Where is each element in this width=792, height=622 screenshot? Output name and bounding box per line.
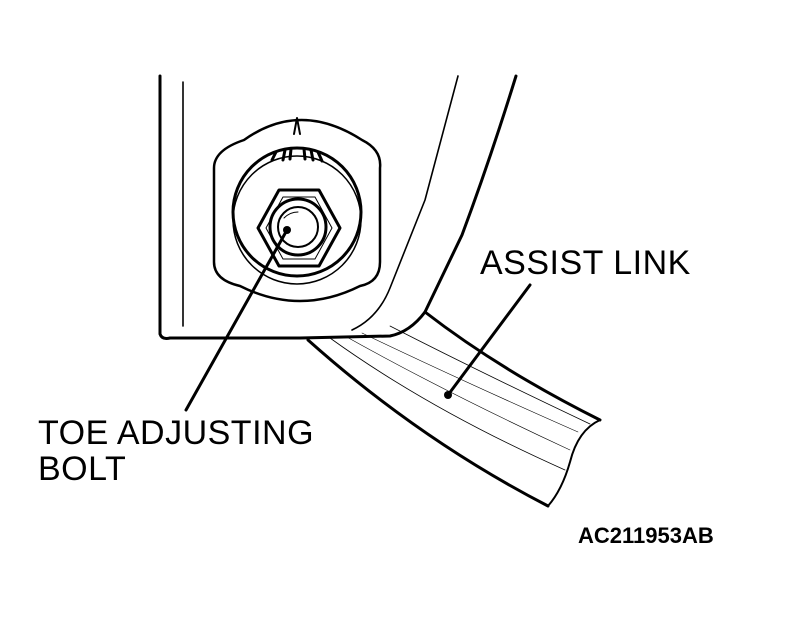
cam-plate bbox=[212, 117, 382, 303]
assist-link-leader bbox=[446, 283, 532, 397]
assist-link-label: ASSIST LINK bbox=[480, 244, 691, 282]
toe-bolt-label-line2: BOLT bbox=[38, 450, 127, 488]
assist-link-arm bbox=[306, 310, 602, 508]
figure-code: AC211953AB bbox=[578, 523, 714, 548]
toe-bolt-label-line1: TOE ADJUSTING bbox=[38, 414, 315, 452]
toe-bolt-leader bbox=[184, 228, 289, 412]
toe-adjusting-bolt bbox=[256, 188, 342, 268]
scale-marks bbox=[270, 147, 324, 163]
leader-lines bbox=[184, 226, 532, 412]
assist-link-leader-dot bbox=[444, 391, 452, 399]
toe-bolt-leader-dot bbox=[283, 226, 291, 234]
